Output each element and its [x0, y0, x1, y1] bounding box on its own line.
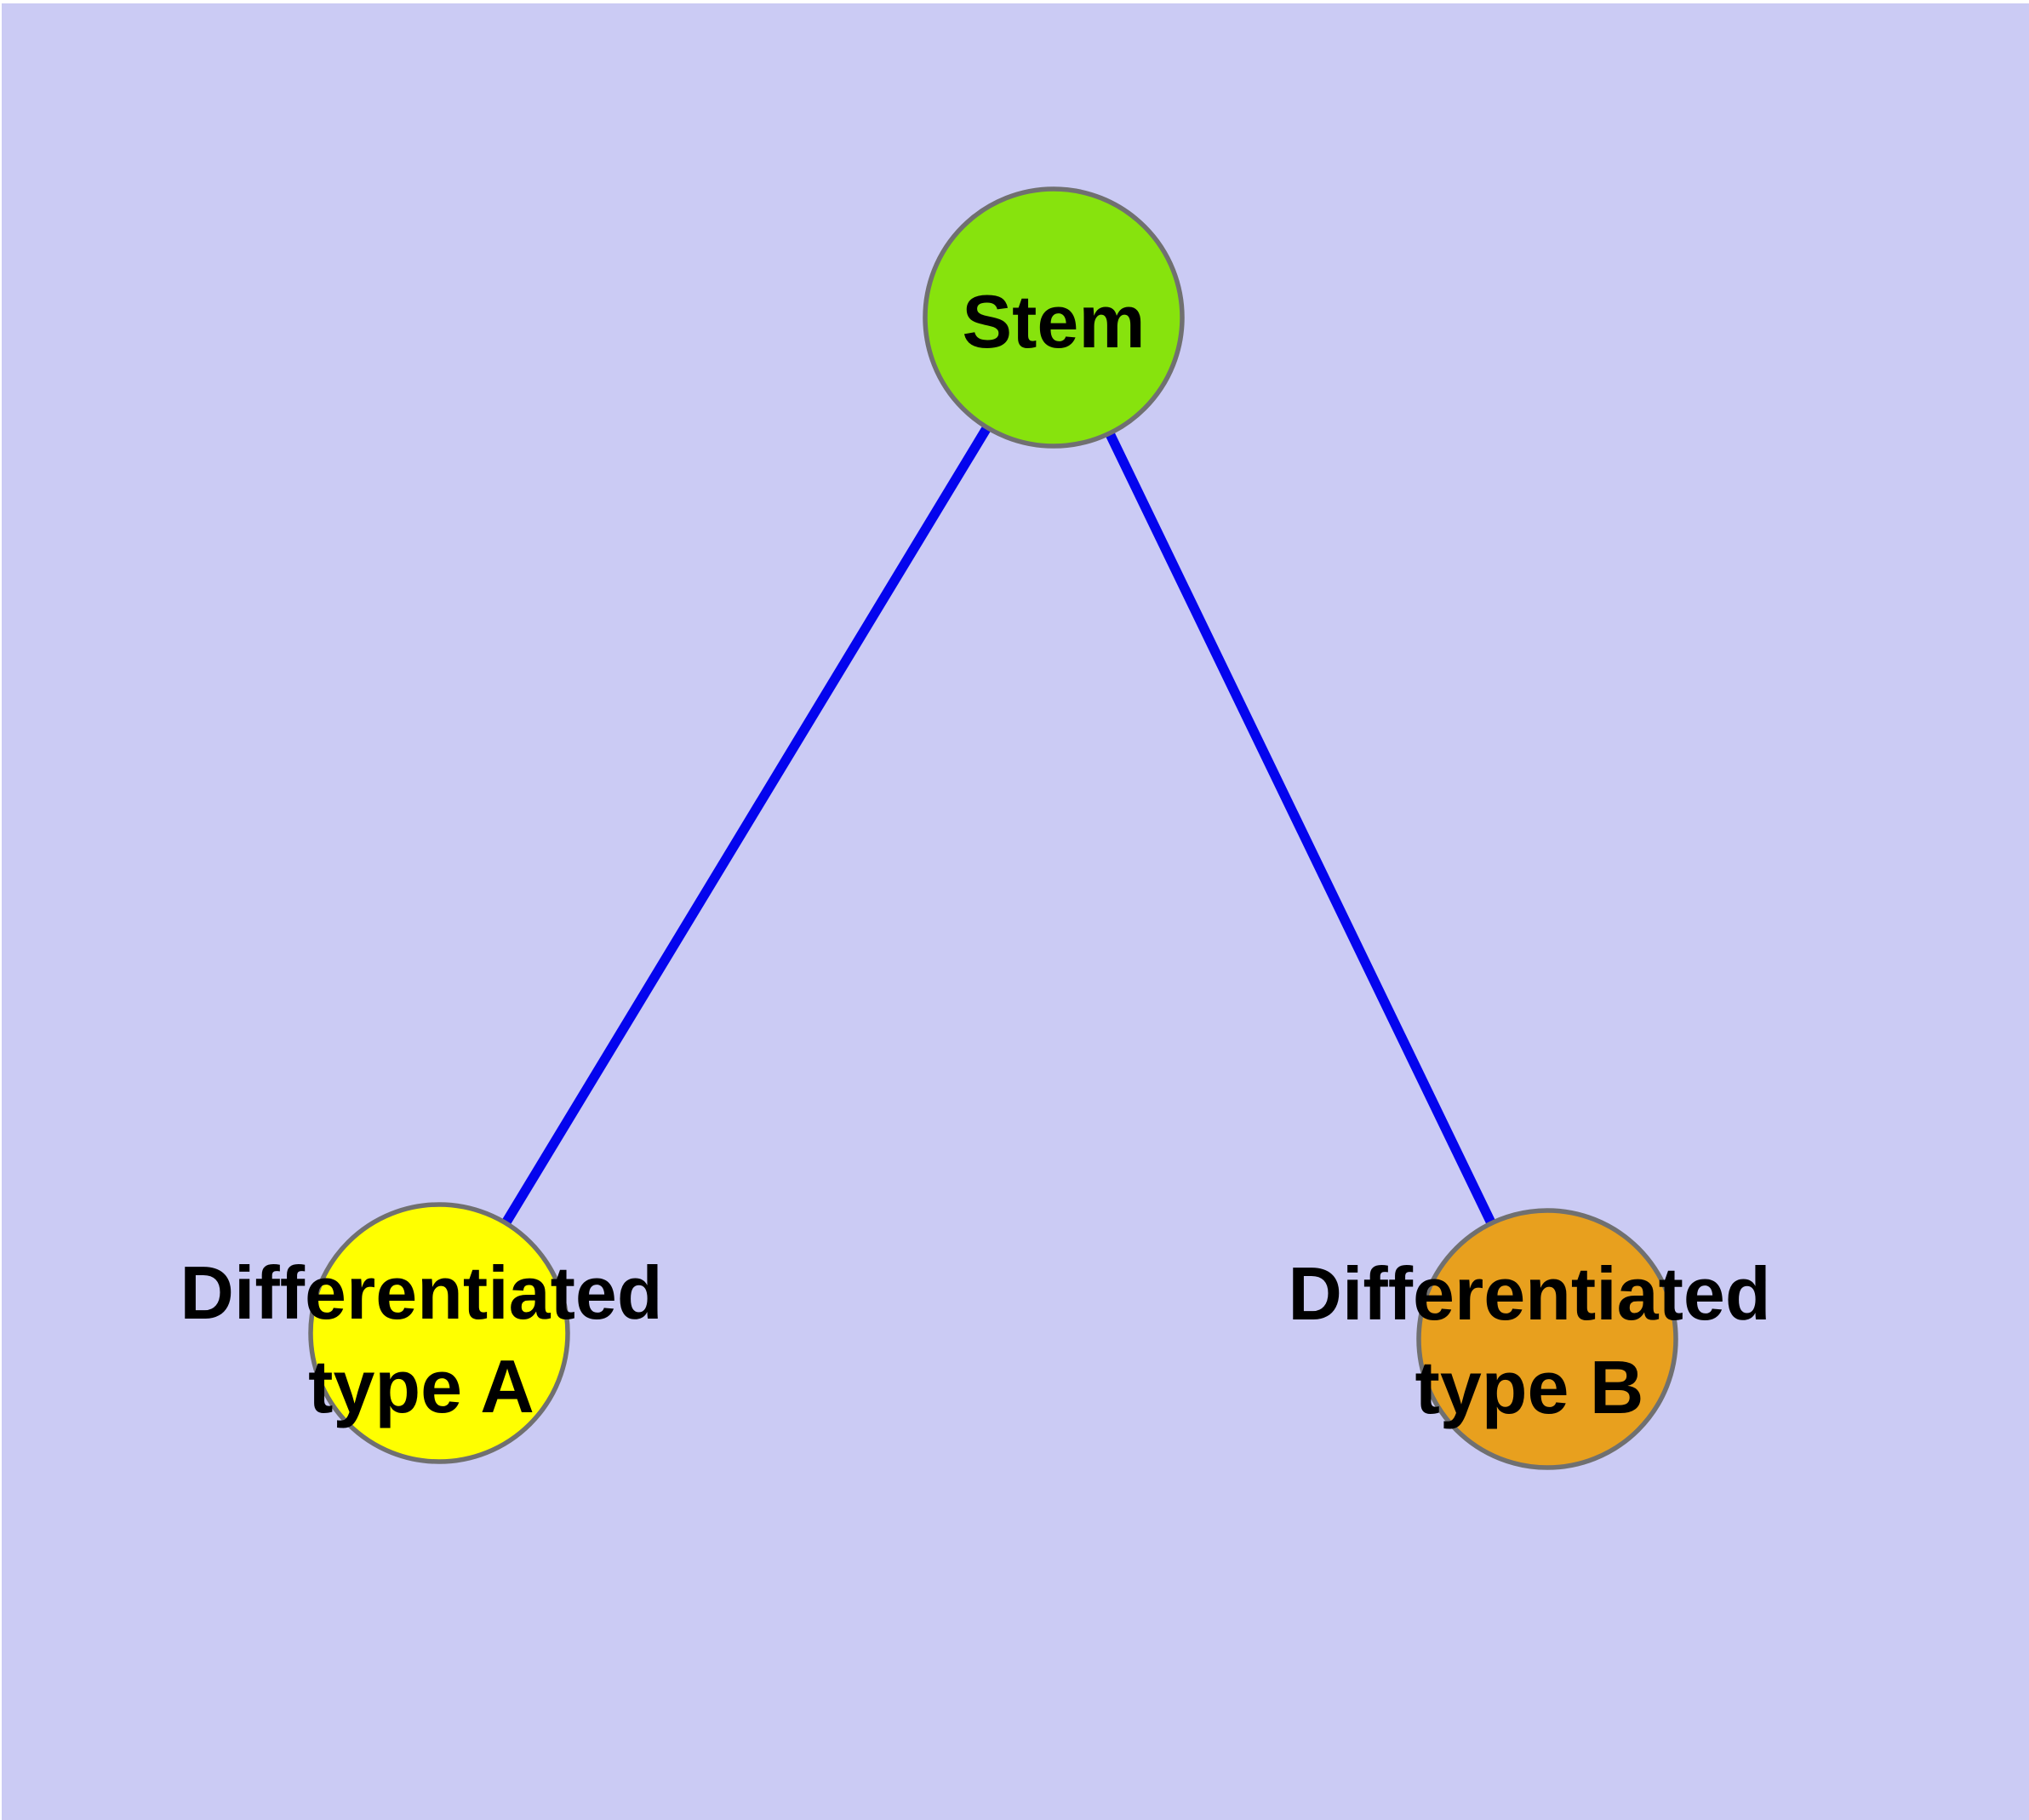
node-differentiated-type-a-label-line-1: Differentiated	[180, 1251, 662, 1335]
node-differentiated-type-b-circle	[1416, 1208, 1678, 1470]
node-differentiated-type-a-circle	[308, 1202, 570, 1464]
node-differentiated-type-b-label: Differentiated type B	[1288, 1251, 1770, 1429]
node-stem-label-line-1: Stem	[962, 279, 1145, 363]
node-differentiated-type-b-label-line-2: type B	[1415, 1345, 1644, 1429]
node-stem-label: Stem	[962, 279, 1145, 363]
node-differentiated-type-a-label-line-2: type A	[308, 1344, 534, 1428]
node-differentiated-type-b-label-line-1: Differentiated	[1288, 1251, 1770, 1336]
node-differentiated-type-a-label: Differentiated type A	[180, 1251, 662, 1428]
edge-stem-to-differentiated-type-a	[435, 315, 1058, 1336]
node-stem-circle	[923, 186, 1185, 449]
edge-stem-to-differentiated-type-b	[1049, 315, 1552, 1342]
